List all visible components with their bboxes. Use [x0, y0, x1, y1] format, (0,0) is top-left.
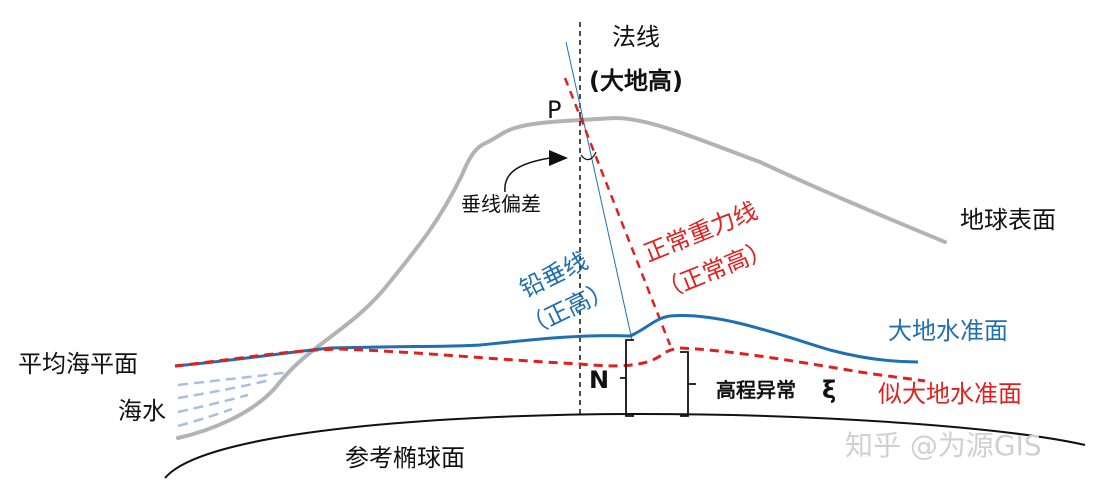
- quasi-geoid-label: 似大地水准面: [878, 380, 1022, 408]
- mean-sea-level-label: 平均海平面: [18, 350, 138, 378]
- watermark-label: 知乎 @为源GIS: [845, 429, 1042, 462]
- geoid-label: 大地水准面: [888, 317, 1008, 345]
- geodetic-height-label: (大地高): [589, 67, 683, 95]
- earth-surface-label: 地球表面: [960, 206, 1056, 234]
- n-label: N: [589, 366, 609, 394]
- terrain-curve: [176, 115, 947, 440]
- normal-gravity-line: [563, 77, 672, 346]
- ellipsoid-curve: [164, 412, 1086, 479]
- deflection-label: 垂线偏差: [461, 192, 541, 216]
- sea-water-label: 海水: [118, 397, 166, 425]
- height-anomaly-label: 高程异常: [716, 378, 796, 402]
- xi-label: ξ: [822, 376, 836, 404]
- quasi-geoid-curve: [174, 346, 926, 383]
- point-p-label: P: [547, 96, 561, 124]
- ellipsoid-label: 参考椭球面: [345, 444, 465, 472]
- deflection-arrow-line: [504, 157, 551, 193]
- normal-line-label: 法线: [612, 23, 660, 51]
- sea-water-lines: [177, 370, 291, 428]
- deflection-arc: [580, 151, 597, 161]
- plumb-line: [565, 41, 633, 341]
- n-bracket: [620, 339, 634, 417]
- arrow-head: [549, 150, 568, 166]
- xi-bracket: [680, 351, 696, 417]
